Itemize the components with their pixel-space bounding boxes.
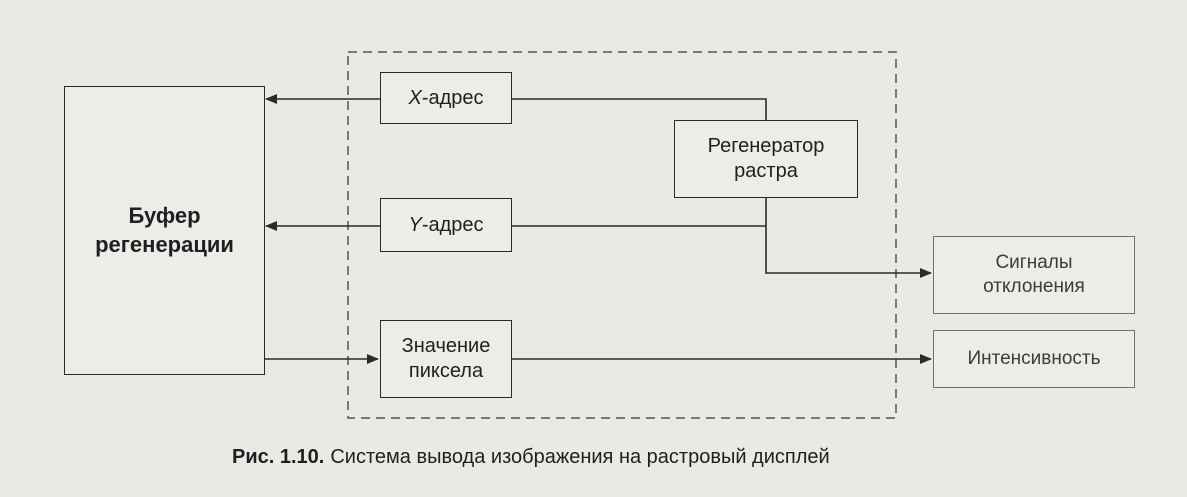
y-address-letter: Y xyxy=(408,213,422,236)
intensity-label: Интенсивность xyxy=(967,348,1101,370)
deflection-signals-label-line1: Сигналы xyxy=(995,252,1073,274)
raster-generator-box: Регенератор растра xyxy=(674,120,858,198)
pixel-value-label-line2: пиксела xyxy=(408,360,484,382)
generator-to-deflection-arrow xyxy=(765,198,932,278)
figure-caption: Рис. 1.10.Система вывода изображения на … xyxy=(232,446,830,469)
y-address-box: Y-адрес xyxy=(380,198,512,252)
generator-to-x-address-line xyxy=(512,98,767,120)
x-address-box: X-адрес xyxy=(380,72,512,124)
display-controller-boundary xyxy=(347,51,897,419)
raster-generator-label-line2: растра xyxy=(734,160,798,182)
figure-caption-text: Система вывода изображения на растровый … xyxy=(330,446,830,468)
intensity-box: Интенсивность xyxy=(933,330,1135,388)
pixel-value-label-line1: Значение xyxy=(401,335,491,357)
pixel-value-box: Значение пиксела xyxy=(380,320,512,398)
refresh-buffer-label-line2: регенерации xyxy=(95,231,234,257)
x-address-suffix: -адрес xyxy=(421,86,484,109)
figure-number: Рис. 1.10. xyxy=(232,446,325,468)
refresh-buffer-label-line1: Буфер xyxy=(128,202,201,228)
refresh-buffer-box: Буфер регенерации xyxy=(64,86,265,375)
raster-generator-label-line1: Регенератор xyxy=(707,135,825,157)
y-address-suffix: -адрес xyxy=(421,213,484,236)
deflection-signals-label-line2: отклонения xyxy=(983,276,1085,297)
x-address-letter: X xyxy=(408,86,422,109)
deflection-signals-box: Сигналы отклонения xyxy=(933,236,1135,314)
